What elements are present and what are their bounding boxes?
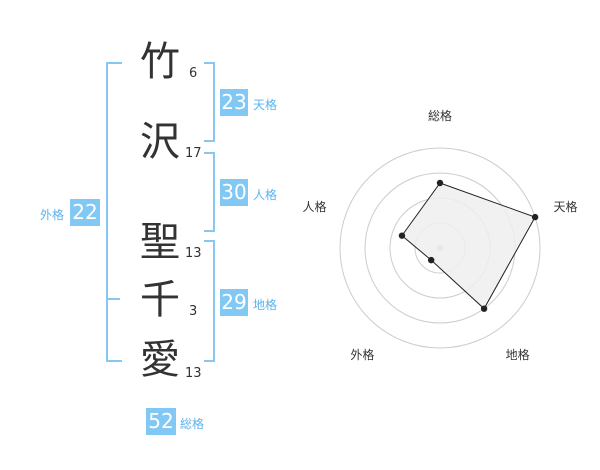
chikaku-badge: 29 [220,289,248,316]
radar-axis-label-4: 外格 [350,347,374,362]
radar-point-4 [427,256,435,264]
chikaku-label: 地格 [253,298,278,312]
gaikaku-bracket-divider [106,298,120,300]
name-char-1: 竹 [140,39,180,85]
tenkaku-label: 天格 [253,98,278,112]
radar-point-1 [436,179,444,187]
chikaku-bracket [204,240,215,362]
name-char-5: 愛 [140,337,180,383]
gaikaku-label: 外格 [40,208,65,222]
radar-point-3 [480,305,488,312]
radar-axis-label-5: 人格 [302,199,326,214]
radar-axis-label-3: 地格 [506,347,530,362]
soukaku-label: 総格 [180,417,205,431]
radar-grid-ring [339,147,541,349]
name-char-4: 千 [140,277,180,323]
stroke-count-5: 13 [185,366,202,381]
gaikaku-badge: 22 [70,199,100,226]
jinkaku-badge: 30 [220,179,248,206]
stroke-count-3: 13 [185,246,202,261]
tenkaku-bracket [204,62,215,142]
stroke-count-2: 17 [185,146,202,161]
soukaku-badge: 52 [146,408,176,435]
jinkaku-bracket [204,152,215,232]
name-char-2: 沢 [140,119,180,165]
radar-point-2 [531,213,539,221]
jinkaku-label: 人格 [253,188,278,202]
stroke-count-1: 6 [189,66,198,81]
stroke-count-4: 3 [189,304,198,319]
gaikaku-bracket [106,62,122,362]
radar-axis-label-1: 総格 [428,108,452,123]
name-char-3: 聖 [140,219,180,265]
tenkaku-badge: 23 [220,89,248,116]
radar-point-5 [398,232,406,239]
radar-data-area [401,182,536,310]
radar-axis-label-2: 天格 [554,199,578,214]
